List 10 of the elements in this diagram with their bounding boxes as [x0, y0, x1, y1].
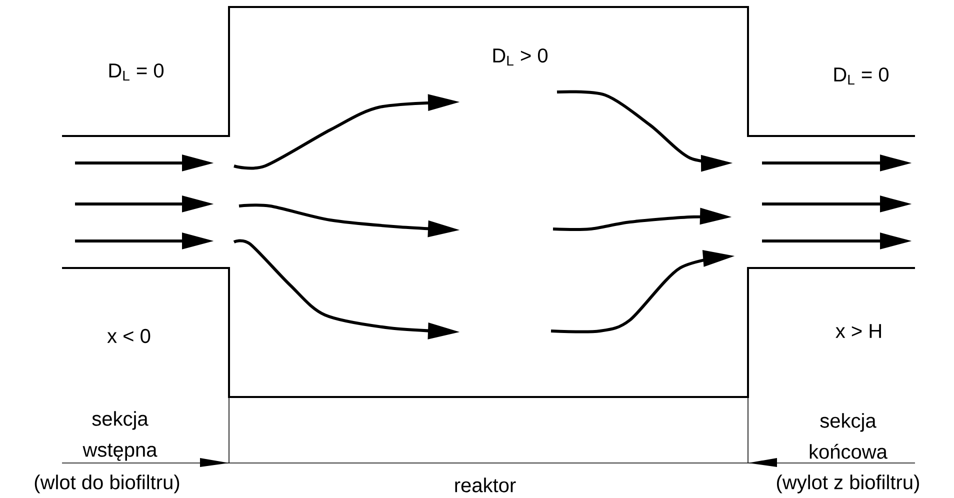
region-label: D$_{L}$ = 0 — [834, 67, 889, 85]
section-label: sekcja wstępna — [82, 411, 158, 461]
region-label: D$_{L}$ > 0 — [493, 48, 548, 66]
section-label: (wlot do biofiltru) — [34, 474, 180, 494]
region-label: x > H — [836, 324, 881, 338]
section-label: (wylot z biofiltru) — [777, 474, 919, 494]
section-label: sekcja końcowa — [810, 413, 888, 459]
region-label: D$_{L}$ = 0 — [109, 63, 164, 81]
region-label: x < 0 — [107, 328, 150, 344]
section-label: reaktor — [455, 478, 516, 492]
